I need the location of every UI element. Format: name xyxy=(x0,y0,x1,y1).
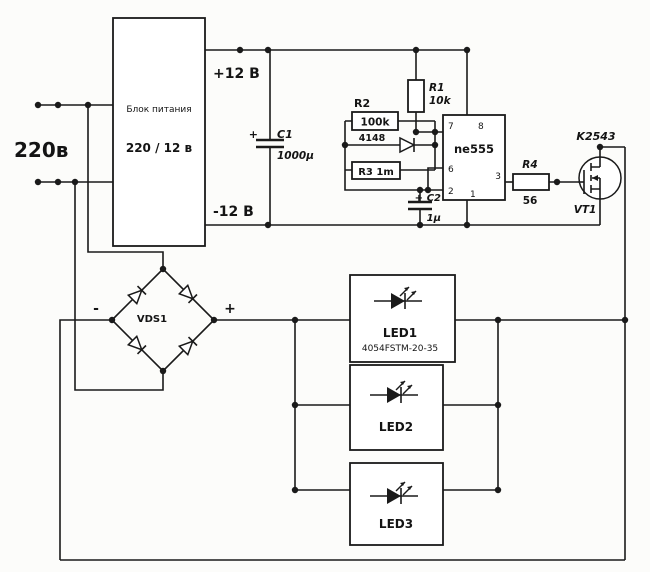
c1-polarity-label: + xyxy=(249,128,258,141)
plus12-label: +12 В xyxy=(213,66,260,82)
led2-box xyxy=(349,364,444,451)
bridge-minus-label: - xyxy=(93,301,99,317)
c2-polarity-label: + xyxy=(415,193,423,204)
pin2-wire xyxy=(344,170,443,191)
psu-rating-label: 220 / 12 в xyxy=(126,141,193,155)
led3-box xyxy=(349,462,444,546)
led1-part-label: 4054FSTM-20-35 xyxy=(362,344,438,354)
d1-part-label: 4148 xyxy=(359,133,386,144)
bridge-ac2-wire xyxy=(74,182,164,391)
bridge-minus-wire xyxy=(59,319,112,560)
r1-box xyxy=(407,79,425,113)
bridge-ac1-wire xyxy=(87,105,164,269)
psu-box xyxy=(112,17,206,247)
c1-ref-label: C1 xyxy=(277,128,293,141)
led2-ref-label: LED2 xyxy=(379,420,413,434)
r4-box xyxy=(512,173,550,191)
led1-ref-label: LED1 xyxy=(383,326,417,340)
led1-box xyxy=(349,274,456,363)
led3-ref-label: LED3 xyxy=(379,517,413,531)
minus12-label: -12 В xyxy=(213,204,254,220)
component-boxes xyxy=(112,17,550,546)
bridge-plus-label: + xyxy=(224,301,236,317)
r4-ref-label: R4 xyxy=(522,159,537,171)
junction-dots xyxy=(34,46,629,494)
c2-value-label: 1µ xyxy=(427,213,441,224)
vt1-part-label: K2543 xyxy=(576,130,615,143)
pin7-label: 7 xyxy=(448,122,454,132)
mains-voltage-label: 220в xyxy=(14,138,68,162)
r3-box xyxy=(351,161,401,180)
ne555-box xyxy=(442,114,506,201)
pin3-label: 3 xyxy=(495,172,501,182)
capacitor-symbols xyxy=(256,138,432,211)
vt1-ref-label: VT1 xyxy=(574,204,597,216)
c2-ref-label: C2 xyxy=(427,193,441,204)
ne555-label: ne555 xyxy=(454,142,494,156)
r4-value-label: 56 xyxy=(523,195,538,207)
diode-4148-symbol xyxy=(399,136,416,154)
c1-value-label: 1000µ xyxy=(277,150,314,162)
r2-ref-label: R2 xyxy=(354,97,370,110)
r2-box xyxy=(351,111,399,131)
pin6-label: 6 xyxy=(448,165,454,175)
r2-value-label: 100k xyxy=(361,117,391,129)
mosfet-symbol xyxy=(578,147,622,225)
bridge-ref-label: VDS1 xyxy=(137,314,167,325)
labels: 220в Блок питания 220 / 12 в +12 В -12 В… xyxy=(14,66,616,531)
pin1-label: 1 xyxy=(470,190,476,200)
r1-value-label: 10k xyxy=(429,95,452,107)
pin8-label: 8 xyxy=(478,122,484,132)
r3-label: R3 1m xyxy=(358,167,394,178)
pin2-label: 2 xyxy=(448,187,454,197)
pin6-wire xyxy=(427,167,443,190)
r1-ref-label: R1 xyxy=(429,82,444,94)
psu-name-label: Блок питания xyxy=(126,105,191,115)
